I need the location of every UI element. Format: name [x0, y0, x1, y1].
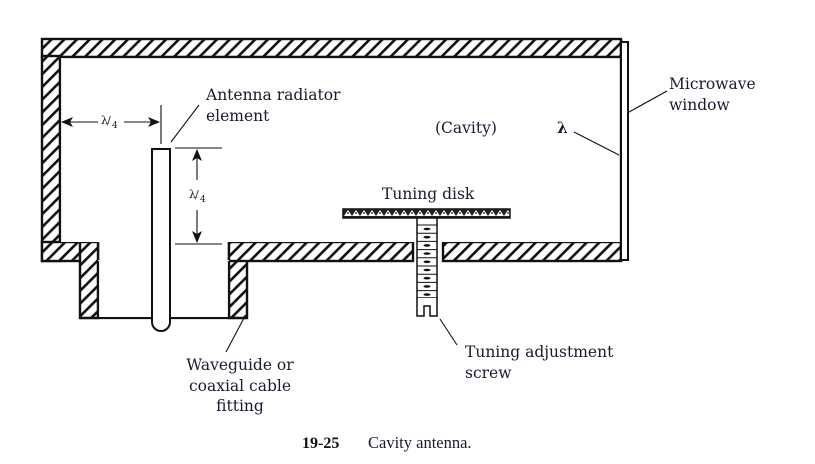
- antenna-radiator-label-line2: element: [206, 107, 270, 125]
- tuning-disk-label: Tuning disk: [382, 185, 475, 203]
- waveguide-label-line3: fitting: [216, 397, 264, 415]
- screw-thread-mark: [423, 293, 431, 296]
- microwave-window: [619, 40, 629, 261]
- antenna-radiator-label-line1: Antenna radiator: [205, 86, 341, 104]
- cavity-label: (Cavity): [435, 119, 497, 137]
- fitting-left-wall: [78, 240, 100, 320]
- horizontal-dim-denominator: 4: [112, 121, 118, 131]
- screw-thread-mark: [423, 235, 431, 239]
- window-leader-line: [628, 90, 668, 113]
- screw-thread-mark: [423, 276, 431, 280]
- screw-thread-mark: [423, 268, 431, 272]
- waveguide-leader-line: [225, 317, 245, 353]
- figure-number: 19-25: [302, 435, 339, 452]
- antenna-radiator-element: [151, 148, 171, 332]
- microwave-window-label-line2: window: [669, 96, 730, 114]
- screw-thread-mark: [423, 252, 431, 255]
- left-wall: [40, 54, 62, 263]
- top-wall: [40, 37, 623, 59]
- antenna-leader-line: [170, 104, 200, 143]
- bottom-wall-left: [227, 240, 415, 263]
- tuning-adjustment-screw: [416, 217, 438, 317]
- tuning-disk: [342, 208, 511, 219]
- vertical-dim-denominator: 4: [200, 195, 206, 205]
- lambda-label: λ: [557, 118, 568, 137]
- screw-thread-mark: [423, 260, 431, 264]
- lambda-leader-line: [573, 131, 620, 156]
- horizontal-dim-numerator: λ: [101, 114, 108, 127]
- vertical-dim-numerator: λ: [189, 188, 196, 201]
- horizontal-quarter-wave-dimension: λ / 4: [61, 105, 162, 144]
- svg-text:/: /: [195, 188, 199, 201]
- bottom-wall-right: [441, 240, 623, 263]
- vertical-quarter-wave-dimension: λ / 4: [175, 147, 222, 245]
- figure-caption: Cavity antenna.: [368, 433, 472, 452]
- microwave-window-label-line1: Microwave: [669, 75, 756, 93]
- tuning-screw-label-line2: screw: [465, 364, 512, 382]
- tuning-screw-label-line1: Tuning adjustment: [465, 343, 614, 361]
- screw-leader-line: [439, 318, 458, 346]
- screw-thread-mark: [423, 244, 431, 247]
- screw-thread-mark: [423, 285, 431, 288]
- screw-thread-mark: [423, 227, 431, 231]
- waveguide-label-line2: coaxial cable: [189, 377, 291, 395]
- waveguide-label-line1: Waveguide or: [186, 356, 294, 374]
- svg-text:/: /: [107, 114, 111, 127]
